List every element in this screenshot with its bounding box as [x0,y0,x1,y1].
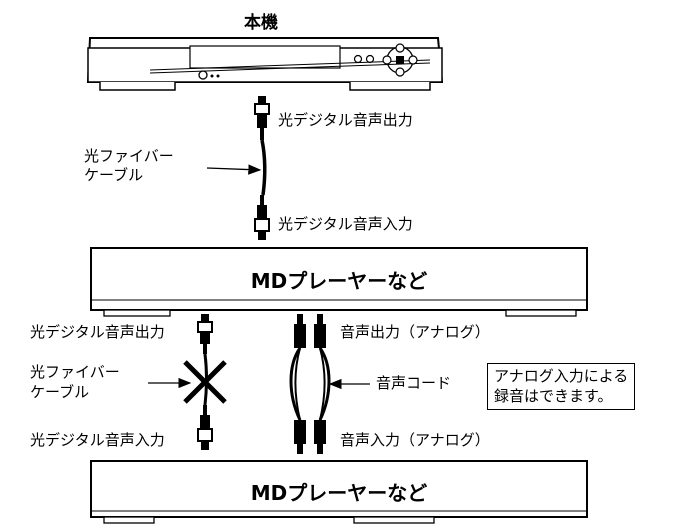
optical-in-top-label: 光デジタル音声入力 [278,215,413,233]
optical-cable-top-arrow [206,164,262,175]
note-line-2: 録音はできます。 [494,386,613,405]
optical-cable-bottom-label-1: 光ファイバー [30,363,120,381]
md-player-2-label: MDプレーヤーなど [250,481,428,505]
optical-cable-top [254,96,270,240]
optical-out-top-label: 光デジタル音声出力 [278,111,413,129]
main-unit-device [86,37,444,91]
optical-out-bottom-label: 光デジタル音声出力 [30,323,165,341]
analog-out-label: 音声出力（アナログ） [340,323,490,341]
optical-cable-top-label-2: ケーブル [84,166,144,184]
audio-cord-label: 音声コード [376,374,452,392]
note-line-1: アナログ入力による [494,367,629,385]
analog-audio-cord [289,314,331,454]
md-player-1-device [90,247,588,317]
optical-in-bottom-label: 光デジタル音声入力 [30,431,165,449]
optical-cable-bottom [197,314,213,450]
prohibited-cross-mark [183,360,227,404]
main-unit-title: 本機 [244,13,278,33]
optical-cable-bottom-label-2: ケーブル [30,383,90,401]
analog-recording-note: アナログ入力による 録音はできます。 [487,363,636,410]
md-player-1-label: MDプレーヤーなど [250,269,428,293]
optical-cable-top-label-1: 光ファイバー [84,147,174,165]
md-player-2-device [90,460,588,524]
analog-in-label: 音声入力（アナログ） [340,431,490,449]
